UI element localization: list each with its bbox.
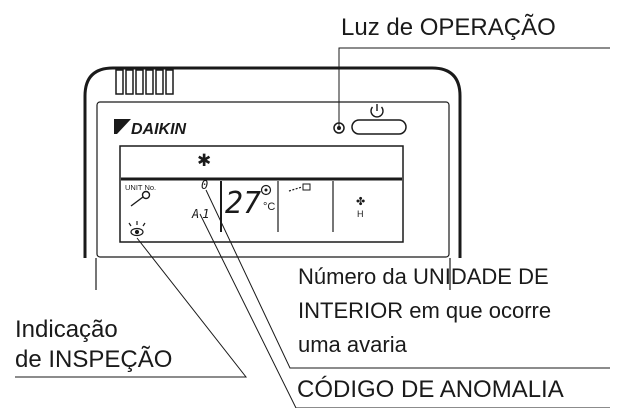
vent-grille — [115, 69, 174, 95]
daikin-logo: DAIKIN — [114, 119, 187, 138]
inspection-eye-icon — [128, 221, 146, 237]
error-code-label: CÓDIGO DE ANOMALIA — [297, 376, 564, 403]
leader-inspection — [15, 237, 248, 378]
setpoint-icon — [260, 184, 272, 196]
remote-controller: DAIKIN ✱ UNIT No. 0 A1 27 °C — [83, 66, 462, 290]
operation-light-label: Luz de OPERAÇÃO — [341, 14, 556, 41]
louver-icon — [288, 183, 311, 192]
wrench-icon — [130, 190, 151, 207]
power-button[interactable] — [351, 104, 407, 135]
callout-leaders — [15, 47, 610, 408]
lcd-display — [119, 145, 404, 243]
temperature-display: 27 — [225, 186, 261, 221]
inspection-indication-line-2: de INSPEÇÃO — [15, 346, 173, 373]
inspection-indication-line-1: Indicação — [15, 316, 118, 343]
indoor-unit-number-line-3: uma avaria — [298, 332, 407, 357]
snowflake-icon: ✱ — [197, 151, 211, 171]
leader-unit-number — [205, 189, 610, 369]
leader-operation-light — [338, 47, 610, 128]
daikin-logo-mark — [114, 119, 131, 134]
unit-no-label: UNIT No. — [125, 183, 156, 192]
unit-number-digit: 0 — [201, 178, 208, 192]
leader-error-code — [199, 213, 610, 408]
temperature-unit: °C — [263, 201, 275, 213]
error-code-display: A1 — [191, 207, 212, 221]
brand-logo-text: DAIKIN — [131, 121, 187, 138]
indoor-unit-number-line-2: INTERIOR em que ocorre — [298, 298, 552, 323]
indoor-unit-number-line-1: Número da UNIDADE DE — [298, 264, 549, 289]
fan-icon: ✤ — [356, 195, 365, 208]
power-icon — [370, 104, 384, 118]
fan-speed-label: H — [357, 209, 364, 219]
